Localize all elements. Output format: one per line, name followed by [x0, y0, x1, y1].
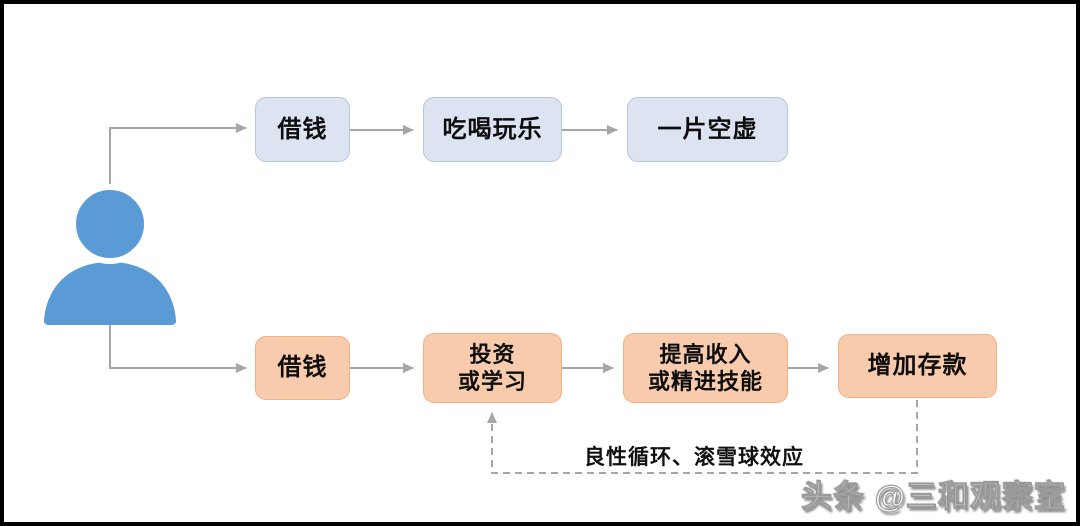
flow-box-borrow-bottom: 借钱: [255, 336, 350, 400]
flow-box-emptiness: 一片空虚: [627, 97, 788, 162]
solid-connectors: [109, 123, 829, 373]
flow-box-eat-drink-play: 吃喝玩乐: [423, 97, 562, 162]
person-head: [70, 184, 150, 264]
flow-box-borrow-top: 借钱: [255, 97, 350, 162]
flow-box-raise-income-skills: 提高收入 或精进技能: [623, 333, 788, 403]
person-body: [44, 262, 176, 325]
feedback-loop-dashed-connector: [487, 400, 918, 474]
feedback-loop-label: 良性循环、滚雪球效应: [584, 445, 804, 469]
connector-person-to-top-borrow: [109, 123, 247, 192]
connector-person-to-bottom-borrow: [109, 322, 247, 373]
flow-box-invest-or-study: 投资 或学习: [423, 333, 562, 403]
person-icon: [44, 184, 176, 325]
flow-box-increase-savings: 增加存款: [838, 334, 997, 398]
watermark: 头条 @三和观察室: [801, 479, 1066, 515]
